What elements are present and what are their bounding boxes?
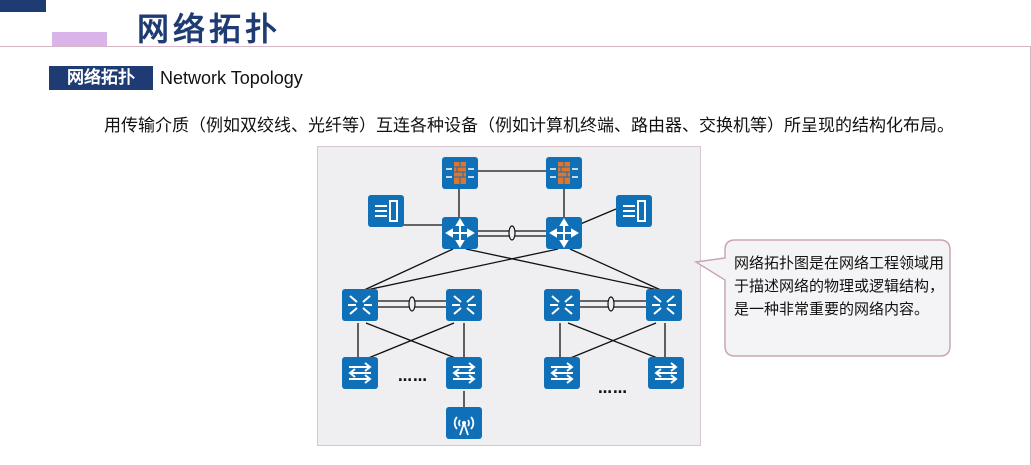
section-tag: 网络拓扑 (49, 66, 153, 90)
title-divider (0, 46, 1031, 47)
section-subtitle: Network Topology (160, 68, 303, 88)
callout-text: 网络拓扑图是在网络工程领域用于描述网络的物理或逻辑结构，是一种非常重要的网络内容… (734, 254, 945, 318)
topology-links (357, 170, 666, 409)
core-switch-icon (446, 289, 482, 321)
page-title: 网络拓扑 (137, 10, 282, 48)
access-switch-icon (342, 357, 378, 389)
wireless-ap-icon (446, 407, 482, 439)
core-switch-icon (646, 289, 682, 321)
firewall-icon (546, 157, 582, 189)
ellipsis-more-devices: …… (598, 381, 628, 397)
ellipsis-more-devices: …… (398, 369, 428, 385)
core-switch-icon (342, 289, 378, 321)
server-icon (616, 195, 652, 227)
access-switch-icon (648, 357, 684, 389)
firewall-icon (442, 157, 478, 189)
server-icon (368, 195, 404, 227)
core-switch-icon (544, 289, 580, 321)
definition-paragraph: 用传输介质（例如双绞线、光纤等）互连各种设备（例如计算机终端、路由器、交换机等）… (104, 116, 954, 136)
network-topology-diagram: …… …… (317, 146, 701, 446)
router-icon (546, 217, 582, 249)
header-accent-bar (0, 0, 46, 12)
router-icon (442, 217, 478, 249)
access-switch-icon (446, 357, 482, 389)
header-accent-block (52, 32, 107, 46)
access-switch-icon (544, 357, 580, 389)
